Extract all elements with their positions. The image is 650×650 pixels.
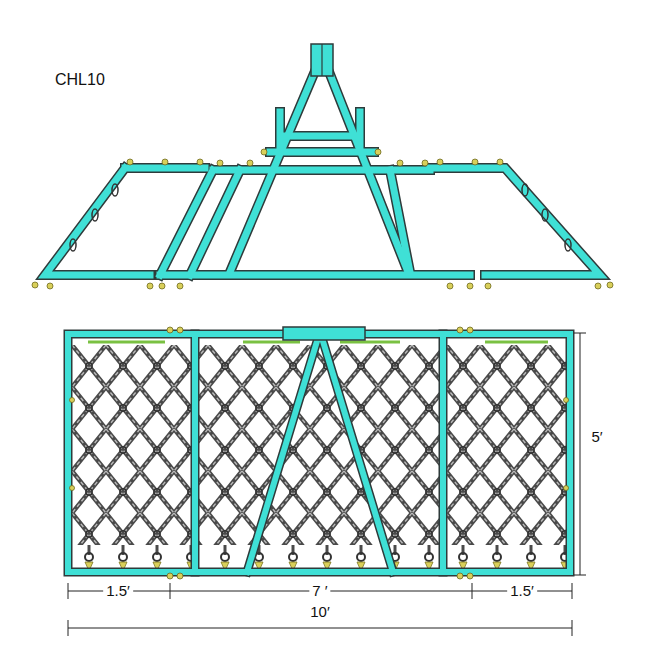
- dimension-label: 1.5′: [103, 582, 133, 600]
- dimension-label: 7 ′: [309, 582, 330, 600]
- dimension-label: 10′: [307, 603, 333, 621]
- dimension-label: 5′: [588, 428, 605, 446]
- model-title: CHL10: [55, 70, 105, 89]
- dimension-label: 1.5′: [507, 582, 537, 600]
